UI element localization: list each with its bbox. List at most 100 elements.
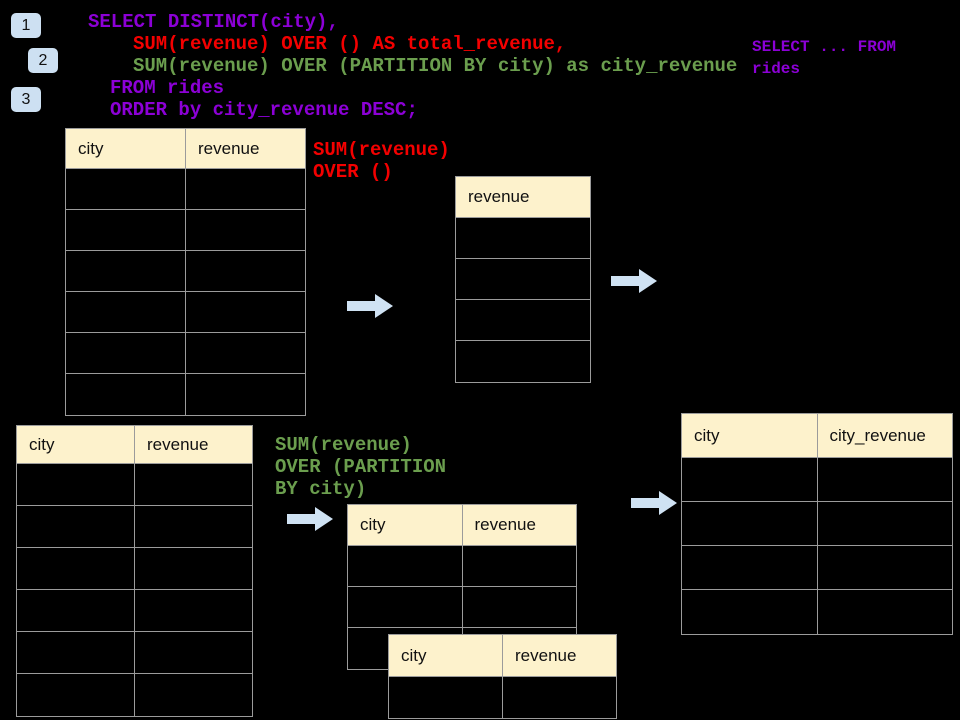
table-row	[456, 259, 590, 300]
table-cell	[818, 502, 953, 545]
table-row	[17, 506, 252, 548]
table-cell	[66, 374, 186, 415]
partition-label-line-1: SUM(revenue)	[275, 434, 412, 456]
partition-table-back: city revenue	[347, 504, 577, 670]
table-cell	[456, 300, 590, 340]
table-cell	[348, 546, 463, 586]
table-cell	[682, 502, 818, 545]
right-arrow-icon	[631, 491, 677, 515]
column-header-revenue: revenue	[515, 645, 577, 665]
table-cell	[17, 590, 135, 631]
table-row	[17, 632, 252, 674]
table-cell	[463, 587, 577, 627]
arrow-head	[375, 294, 393, 318]
table-row	[17, 590, 252, 632]
table-row	[17, 674, 252, 716]
table-cell	[17, 506, 135, 547]
table-header-row: city revenue	[348, 505, 576, 546]
sql-line-sum-partition: SUM(revenue) OVER (PARTITION BY city) as…	[133, 55, 738, 77]
sql-line-from: FROM rides	[110, 77, 225, 99]
column-header-city: city	[389, 635, 503, 676]
table-row	[66, 292, 305, 333]
table-cell	[463, 546, 577, 586]
table-cell	[135, 506, 252, 547]
column-header-city: city	[348, 505, 463, 545]
partition-label-line-3: BY city)	[275, 478, 367, 500]
sql-line-order-by: ORDER by city_revenue DESC;	[110, 99, 418, 121]
table-body	[66, 169, 305, 415]
column-header-revenue: revenue	[468, 187, 530, 206]
arrow-body	[631, 498, 660, 508]
partition-label-line-2: OVER (PARTITION	[275, 456, 447, 478]
table-cell	[186, 374, 305, 415]
table-header-row: revenue	[456, 177, 590, 218]
table-row	[456, 218, 590, 259]
step-badge-1: 1	[11, 13, 41, 38]
column-header-city: city	[66, 129, 186, 168]
table-cell	[682, 458, 818, 501]
column-header-city-revenue: city_revenue	[829, 425, 926, 445]
partition-table-front: city revenue	[388, 634, 617, 719]
sql-line-select: SELECT DISTINCT(city),	[88, 11, 339, 33]
table-row	[348, 546, 576, 587]
arrow-body	[611, 276, 640, 286]
corner-snippet-line-2: rides	[752, 60, 801, 78]
right-arrow-icon	[611, 269, 657, 293]
column-header-city: city	[682, 414, 818, 457]
corner-snippet-line-1: SELECT ... FROM	[752, 38, 897, 56]
table-cell	[17, 548, 135, 589]
table-cell	[389, 677, 503, 718]
table-header-row: city revenue	[17, 426, 252, 464]
table-cell	[17, 632, 135, 673]
table-row	[66, 374, 305, 415]
table-cell	[135, 674, 252, 716]
table-cell	[186, 210, 305, 250]
table-body	[682, 458, 952, 634]
table-header-row: city revenue	[389, 635, 616, 677]
right-arrow-icon	[347, 294, 393, 318]
table-cell	[135, 590, 252, 631]
table-cell	[135, 632, 252, 673]
source-table-bottom: city revenue	[16, 425, 253, 717]
table-row	[66, 210, 305, 251]
table-body	[456, 218, 590, 382]
table-cell	[456, 259, 590, 299]
table-row	[17, 548, 252, 590]
table-cell	[456, 341, 590, 382]
table-cell	[66, 333, 186, 373]
table-row	[682, 502, 952, 546]
table-row	[348, 587, 576, 628]
arrow-body	[287, 514, 316, 524]
table-row	[682, 458, 952, 502]
step-badge-2: 2	[28, 48, 58, 73]
source-table-top: city revenue	[65, 128, 306, 416]
table-row	[456, 341, 590, 382]
arrow-body	[347, 301, 376, 311]
step-badge-3: 3	[11, 87, 41, 112]
table-body	[389, 677, 616, 718]
table-cell	[818, 458, 953, 501]
table-cell	[682, 590, 818, 634]
table-cell	[135, 464, 252, 505]
table-cell	[135, 548, 252, 589]
table-cell	[66, 251, 186, 291]
table-cell	[348, 587, 463, 627]
table-row	[66, 251, 305, 292]
arrow-head	[639, 269, 657, 293]
table-header-row: city city_revenue	[682, 414, 952, 458]
sql-line-sum-over: SUM(revenue) OVER () AS total_revenue,	[133, 33, 567, 55]
table-cell	[66, 169, 186, 209]
column-header-revenue: revenue	[474, 515, 536, 534]
table-row	[66, 169, 305, 210]
table-cell	[503, 677, 616, 718]
column-header-revenue: revenue	[147, 434, 209, 454]
table-row	[456, 300, 590, 341]
table-cell	[17, 464, 135, 505]
arrow-head	[315, 507, 333, 531]
table-cell	[66, 292, 186, 332]
table-body	[17, 464, 252, 716]
table-row	[389, 677, 616, 718]
total-revenue-table: revenue	[455, 176, 591, 383]
table-cell	[186, 169, 305, 209]
